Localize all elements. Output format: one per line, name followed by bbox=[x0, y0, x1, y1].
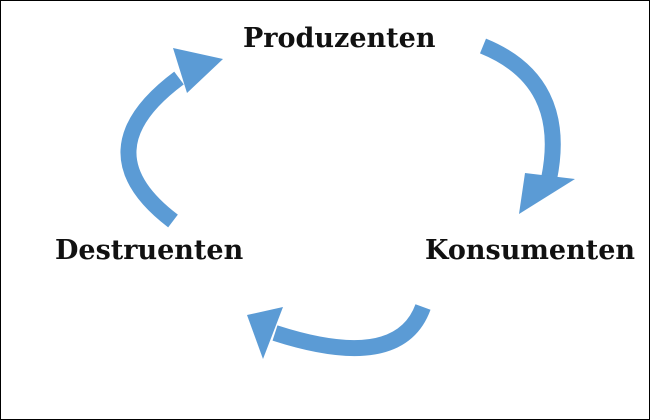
node-decomposers-label: Destruenten bbox=[55, 235, 244, 266]
arrow-producers-to-consumers bbox=[479, 38, 575, 214]
node-producers-label: Produzenten bbox=[243, 23, 436, 54]
node-consumers-label: Konsumenten bbox=[425, 235, 636, 266]
arrow-consumers-to-decomposers bbox=[247, 303, 431, 359]
arrow-decomposers-to-producers bbox=[120, 48, 223, 228]
